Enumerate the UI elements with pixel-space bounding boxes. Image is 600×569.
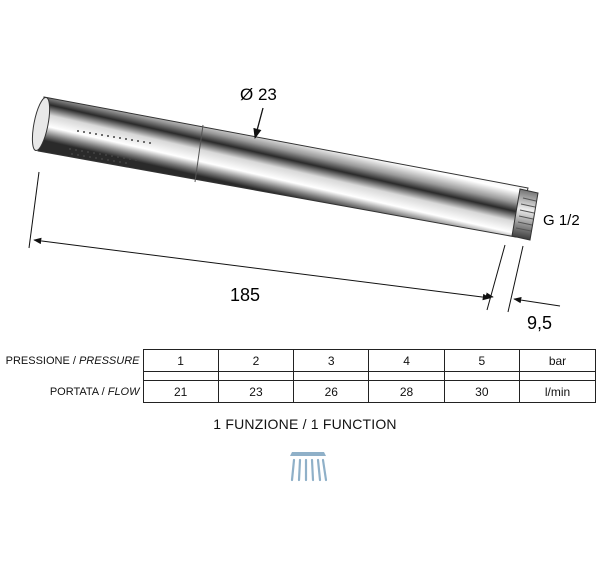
table-spacer-row (0, 371, 596, 381)
threaded-end (511, 188, 539, 241)
table-cell: 23 (217, 380, 295, 403)
table-row-pressure: PRESSIONE / PRESSURE 1 2 3 4 5 bar (0, 349, 596, 372)
table-cell: 3 (293, 349, 370, 372)
extension-line-left (28, 171, 40, 249)
spray-face (31, 96, 51, 152)
end-dimension-arrow-right (513, 296, 561, 307)
flow-unit: l/min (519, 380, 596, 403)
shower-handle-drawing: Ø 23 G 1/2 185 9,5 (28, 85, 580, 333)
extension-line-right (507, 245, 524, 313)
diameter-leader (253, 107, 264, 140)
table-cell: 21 (142, 380, 219, 403)
pressure-row-label: PRESSIONE / PRESSURE (5, 354, 140, 367)
pressure-unit: bar (519, 349, 596, 372)
diameter-label: Ø 23 (240, 85, 277, 104)
thread-label: G 1/2 (543, 212, 580, 229)
table-cell: 28 (368, 380, 445, 403)
length-dimension-line (33, 237, 491, 301)
length-label: 185 (230, 285, 260, 305)
nozzle-dots (69, 130, 151, 164)
table-cell: 30 (443, 380, 521, 403)
flow-row-label: PORTATA / FLOW (49, 385, 140, 398)
table-cell: 2 (217, 349, 295, 372)
rain-spray-icon (290, 452, 328, 482)
table-row-flow: PORTATA / FLOW 21 23 26 28 30 l/min (0, 380, 596, 403)
end-dimension-arrow-left (485, 292, 494, 299)
table-cell: 4 (368, 349, 445, 372)
seam-line (194, 124, 204, 183)
extension-line-middle (486, 244, 506, 311)
handle-body (31, 96, 529, 238)
table-cell: 5 (443, 349, 521, 372)
spec-table: PRESSIONE / PRESSURE 1 2 3 4 5 bar PORTA… (0, 349, 596, 403)
function-caption: 1 FUNZIONE / 1 FUNCTION (213, 416, 397, 432)
table-cell: 1 (142, 349, 219, 372)
end-length-label: 9,5 (527, 313, 552, 333)
table-cell: 26 (293, 380, 370, 403)
